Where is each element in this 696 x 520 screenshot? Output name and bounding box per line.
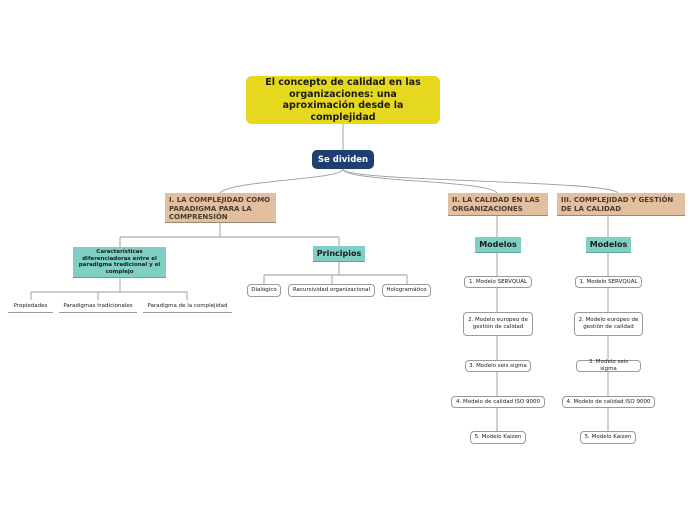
- model-label: 4. Modelo de calidad ISO 9000: [456, 398, 540, 405]
- s2-model-kaizen[interactable]: 5. Modelo Kaizen: [470, 431, 526, 444]
- s3-model-kaizen[interactable]: 5. Modelo Kaizen: [580, 431, 636, 444]
- characteristic-item-label: Propiedades: [13, 303, 48, 309]
- section-1-node[interactable]: I. LA COMPLEJIDAD COMO PARADIGMA PARA LA…: [165, 193, 276, 223]
- s2-model-europeo[interactable]: 2. Modelo europeo de gestión de calidad: [463, 312, 533, 336]
- model-label: 1. Modelo SERVQUAL: [579, 278, 638, 285]
- model-label: 5. Modelo Kaizen: [474, 434, 522, 440]
- principle-item-label: Recursividad organizacional: [293, 287, 370, 293]
- characteristic-item-propiedades[interactable]: Propiedades: [8, 300, 53, 313]
- s3-model-europeo[interactable]: 2. Modelo europeo de gestión de calidad: [574, 312, 643, 336]
- s2-model-iso-9000[interactable]: 4. Modelo de calidad ISO 9000: [451, 396, 545, 408]
- principle-item-recursividad[interactable]: Recursividad organizacional: [288, 284, 375, 297]
- section-3-title: III. COMPLEJIDAD Y GESTIÓN DE LA CALIDAD: [561, 196, 674, 213]
- model-label: 3. Modelo seis sigma: [469, 362, 527, 369]
- principle-item-hologramatico[interactable]: Hologramático: [382, 284, 431, 297]
- principle-item-dialogico[interactable]: Dialógico: [247, 284, 281, 297]
- model-label: 4. Modelo de calidad ISO 9000: [566, 398, 651, 405]
- characteristics-label: Características diferenciadoras entre el…: [78, 249, 161, 275]
- models-label: Modelos: [589, 240, 628, 249]
- hub-node[interactable]: Se dividen: [312, 150, 374, 169]
- principle-item-label: Dialógico: [251, 287, 277, 293]
- section-2-title: II. LA CALIDAD EN LAS ORGANIZACIONES: [452, 196, 540, 213]
- s2-model-seis-sigma[interactable]: 3. Modelo seis sigma: [465, 360, 531, 372]
- principle-item-label: Hologramático: [386, 287, 427, 293]
- section-2-node[interactable]: II. LA CALIDAD EN LAS ORGANIZACIONES: [448, 193, 548, 216]
- section-2-models-node[interactable]: Modelos: [475, 237, 521, 253]
- section-3-models-node[interactable]: Modelos: [586, 237, 631, 253]
- model-label: 3. Modelo seis sigma: [588, 359, 629, 372]
- s2-model-servqual[interactable]: 1. Modelo SERVQUAL: [464, 276, 532, 288]
- principles-label: Principios: [316, 249, 362, 258]
- central-topic[interactable]: El concepto de calidad en las organizaci…: [246, 76, 440, 124]
- models-label: Modelos: [479, 240, 517, 249]
- hub-label: Se dividen: [317, 154, 369, 165]
- characteristic-item-label: Paradigma de la complejidad: [147, 303, 228, 309]
- characteristics-node[interactable]: Características diferenciadoras entre el…: [73, 247, 166, 278]
- model-label: 2. Modelo europeo de gestión de calidad: [578, 317, 639, 330]
- s3-model-iso-9000[interactable]: 4. Modelo de calidad ISO 9000: [562, 396, 655, 408]
- s3-model-servqual[interactable]: 1. Modelo SERVQUAL: [575, 276, 642, 288]
- principles-node[interactable]: Principios: [313, 246, 365, 262]
- characteristic-item-label: Paradigmas tradicionales: [63, 303, 133, 309]
- model-label: 5. Modelo Kaizen: [584, 434, 632, 440]
- section-1-title: I. LA COMPLEJIDAD COMO PARADIGMA PARA LA…: [169, 196, 271, 221]
- section-3-node[interactable]: III. COMPLEJIDAD Y GESTIÓN DE LA CALIDAD: [557, 193, 685, 216]
- model-label: 2. Modelo europeo de gestión de calidad: [468, 317, 528, 330]
- central-topic-title: El concepto de calidad en las organizaci…: [265, 77, 421, 123]
- s3-model-seis-sigma[interactable]: 3. Modelo seis sigma: [576, 359, 641, 372]
- characteristic-item-complejidad[interactable]: Paradigma de la complejidad: [143, 300, 232, 313]
- characteristic-item-tradicionales[interactable]: Paradigmas tradicionales: [59, 300, 137, 313]
- model-label: 1. Modelo SERVQUAL: [468, 278, 528, 285]
